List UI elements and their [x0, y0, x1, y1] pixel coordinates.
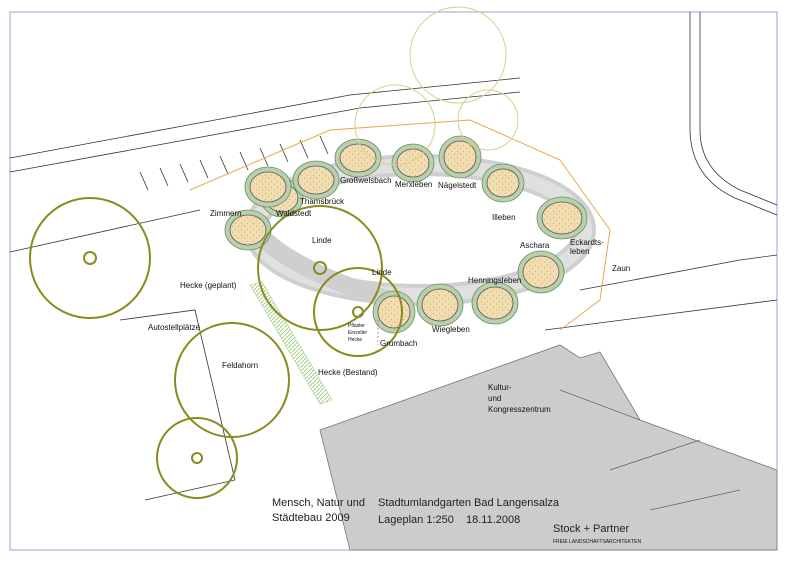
label-fence: Zaun: [612, 264, 630, 273]
label-eckardts: Eckardts-: [570, 238, 604, 247]
flower-bed-4: [334, 138, 382, 178]
label-hedge-planned: Hecke (geplant): [180, 281, 237, 290]
flower-bed-13: [244, 166, 292, 208]
tree-canopy-linde-1: [257, 205, 383, 331]
label-naegelstedt: Nägelstedt: [438, 181, 477, 190]
label-building-3: Kongresszentrum: [488, 405, 551, 414]
plan-title: Stadtumlandgarten Bad Langensalza: [378, 497, 560, 509]
label-merxleben: Merxleben: [395, 180, 432, 189]
flower-bed-8: [536, 196, 588, 240]
label-parking: Autostellplätze: [148, 323, 201, 332]
legend-hecke: Hecke: [348, 337, 362, 343]
project-line-2: Städtebau 2009: [272, 512, 350, 524]
label-grumbach: Grumbach: [380, 339, 417, 348]
label-leben: leben: [570, 247, 590, 256]
flower-bed-3: [292, 160, 340, 200]
plan-scale: Lageplan 1:250: [378, 514, 454, 526]
flower-bed-1: [224, 209, 272, 251]
label-linde-1: Linde: [312, 236, 332, 245]
label-waldstedt: Waldstedt: [276, 209, 312, 218]
label-wiegleben: Wiegleben: [432, 325, 470, 334]
tree-canopy-south: [156, 417, 238, 499]
bed-labels: Zimmern Waldstedt Thamsbrück Großwelsbac…: [210, 176, 604, 348]
firm-subtitle: FREIE LANDSCHAFTSARCHITEKTEN: [553, 539, 641, 545]
label-illeben: Illeben: [492, 213, 516, 222]
legend-pflaster: Pflaster: [348, 323, 365, 329]
tree-canopy-west: [29, 197, 151, 319]
flower-bed-10: [471, 281, 519, 325]
flower-bed-11: [416, 283, 464, 327]
label-feldahorn: Feldahorn: [222, 361, 258, 370]
tree-canopy-linde-2: [313, 267, 403, 357]
label-building-2: und: [488, 394, 501, 403]
flower-bed-12: [372, 290, 416, 334]
label-linde-2: Linde: [372, 268, 392, 277]
label-building-1: Kultur-: [488, 383, 512, 392]
label-zimmern: Zimmern: [210, 209, 242, 218]
site-boundary: [189, 119, 611, 331]
label-hedge-existing: Hecke (Bestand): [318, 368, 378, 377]
label-henningsleben: Henningsleben: [468, 276, 521, 285]
firm-name: Stock + Partner: [553, 523, 629, 535]
flower-bed-7: [481, 163, 525, 203]
label-aschara: Aschara: [520, 241, 550, 250]
existing-hedge: [249, 281, 333, 405]
congress-building: [319, 344, 778, 551]
plan-date: 18.11.2008: [466, 514, 520, 526]
label-thamsbrueck: Thamsbrück: [300, 197, 345, 206]
flower-bed-5: [391, 143, 435, 183]
trees: [29, 197, 403, 499]
flower-bed-6: [438, 135, 482, 179]
beds-layer: [224, 135, 588, 334]
title-block: Mensch, Natur und Städtebau 2009 Stadtum…: [272, 497, 641, 545]
project-line-1: Mensch, Natur und: [272, 497, 365, 509]
legend-einzeller: Einzeller: [348, 330, 368, 336]
existing-trees: [354, 6, 519, 166]
flower-bed-9: [517, 250, 565, 294]
label-grosswelsbach: Großwelsbach: [340, 176, 392, 185]
tree-canopy-feldahorn: [174, 322, 290, 438]
parking-stripes: [139, 135, 329, 191]
